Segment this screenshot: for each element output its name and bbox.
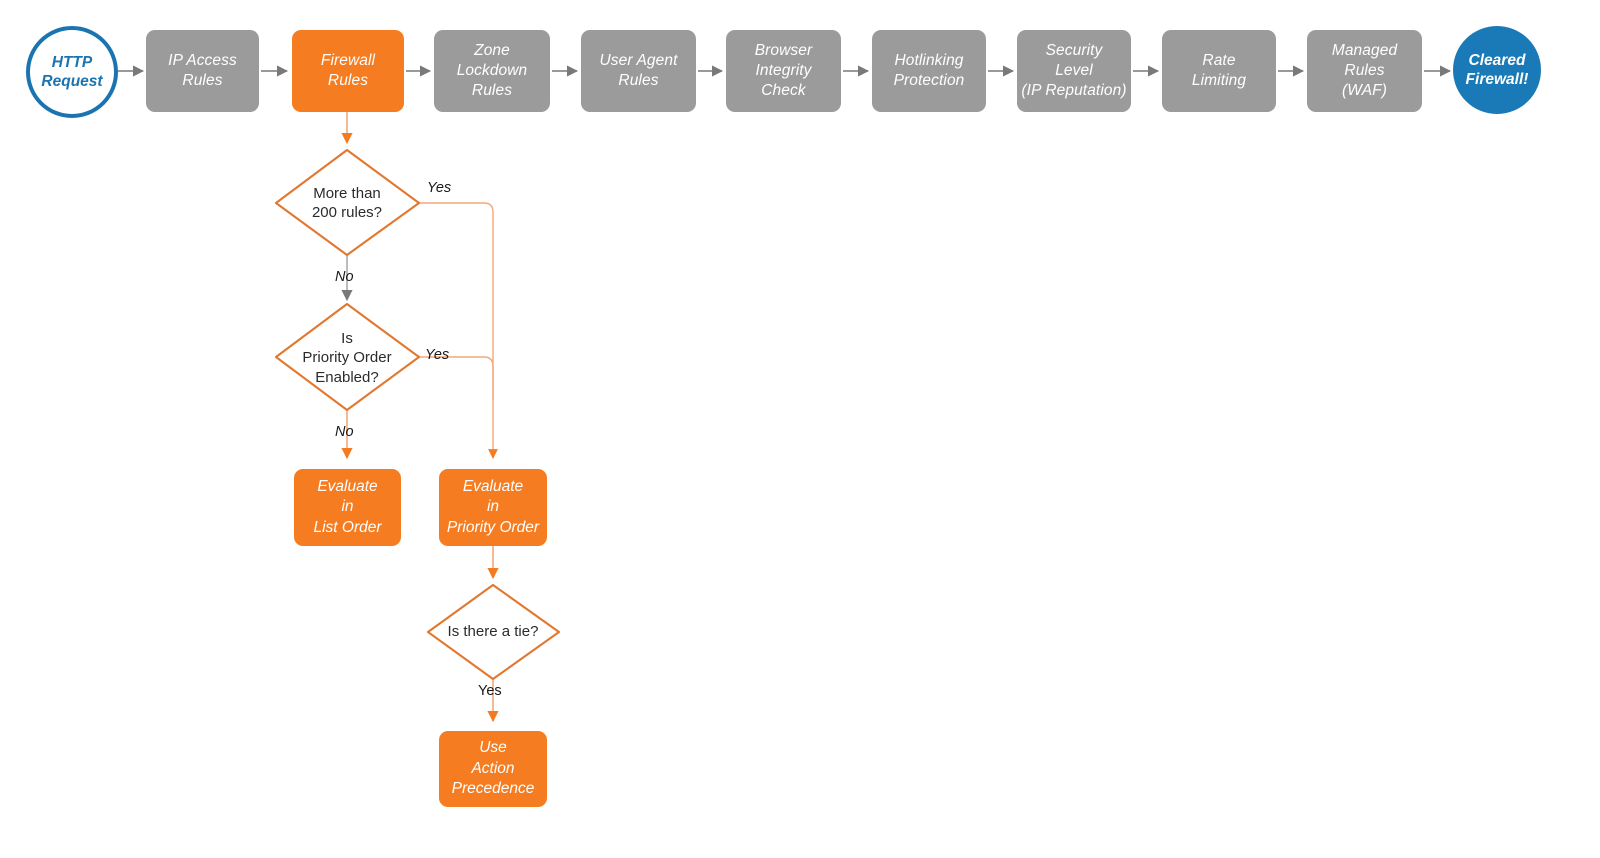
node-zone-lockdown-rules-label: Zone Lockdown Rules	[456, 42, 528, 99]
node-ip-access-rules-label: IP Access Rules	[168, 52, 237, 89]
diamond-is-there-a-tie	[426, 583, 561, 681]
node-zone-lockdown-rules[interactable]: Zone Lockdown Rules	[434, 30, 550, 112]
edge-label-yes-priority-enabled: Yes	[425, 347, 450, 363]
edge-label-yes-200-rules: Yes	[427, 180, 452, 196]
decision-is-priority-order-enabled-label: Is Priority Order Enabled?	[302, 330, 392, 386]
node-evaluate-in-list-order-label: Evaluate in List Order	[313, 477, 382, 536]
decision-diamond-shapes	[274, 148, 561, 681]
node-user-agent-rules-label: User Agent Rules	[599, 52, 678, 89]
node-evaluate-in-priority-order-label: Evaluate in Priority Order	[446, 477, 540, 536]
node-evaluate-in-list-order[interactable]: Evaluate in List Order	[294, 469, 401, 546]
node-use-action-precedence[interactable]: Use Action Precedence	[439, 731, 547, 807]
node-security-level[interactable]: Security Level (IP Reputation)	[1017, 30, 1131, 112]
edge-200rules-yes	[419, 202, 498, 459]
decision-is-there-a-tie[interactable]: Is there a tie?	[430, 612, 556, 652]
node-hotlinking-protection[interactable]: Hotlinking Protection	[872, 30, 986, 112]
node-http-request-label: HTTP Request	[41, 53, 103, 90]
node-rate-limiting[interactable]: Rate Limiting	[1162, 30, 1276, 112]
node-managed-rules-waf[interactable]: Managed Rules (WAF)	[1307, 30, 1422, 112]
decision-is-there-a-tie-label: Is there a tie?	[447, 623, 539, 641]
node-browser-integrity-check[interactable]: Browser Integrity Check	[726, 30, 841, 112]
edge-priority-yes	[419, 356, 494, 400]
node-cleared-firewall-label: Cleared Firewall!	[1465, 51, 1529, 88]
node-firewall-rules[interactable]: Firewall Rules	[292, 30, 404, 112]
node-evaluate-in-priority-order[interactable]: Evaluate in Priority Order	[439, 469, 547, 546]
node-hotlinking-protection-label: Hotlinking Protection	[893, 52, 965, 89]
edge-label-no-priority-enabled: No	[335, 424, 354, 440]
node-use-action-precedence-label: Use Action Precedence	[451, 739, 535, 798]
node-user-agent-rules[interactable]: User Agent Rules	[581, 30, 696, 112]
node-managed-rules-waf-label: Managed Rules (WAF)	[1331, 42, 1398, 99]
node-security-level-label: Security Level (IP Reputation)	[1021, 42, 1127, 99]
node-cleared-firewall[interactable]: Cleared Firewall!	[1453, 26, 1541, 114]
edge-label-yes-tie: Yes	[478, 683, 502, 699]
decision-is-priority-order-enabled[interactable]: Is Priority Order Enabled?	[276, 324, 418, 392]
diamond-is-priority-order-enabled	[274, 302, 421, 412]
edge-label-no-200-rules: No	[335, 269, 354, 285]
node-browser-integrity-check-label: Browser Integrity Check	[754, 42, 813, 99]
diamond-more-than-200-rules	[274, 148, 421, 257]
decision-more-than-200-rules[interactable]: More than 200 rules?	[283, 170, 411, 236]
node-http-request[interactable]: HTTP Request	[26, 26, 118, 118]
node-rate-limiting-label: Rate Limiting	[1191, 52, 1247, 89]
decision-more-than-200-rules-label: More than 200 rules?	[311, 184, 383, 221]
node-ip-access-rules[interactable]: IP Access Rules	[146, 30, 259, 112]
node-firewall-rules-label: Firewall Rules	[320, 52, 376, 89]
